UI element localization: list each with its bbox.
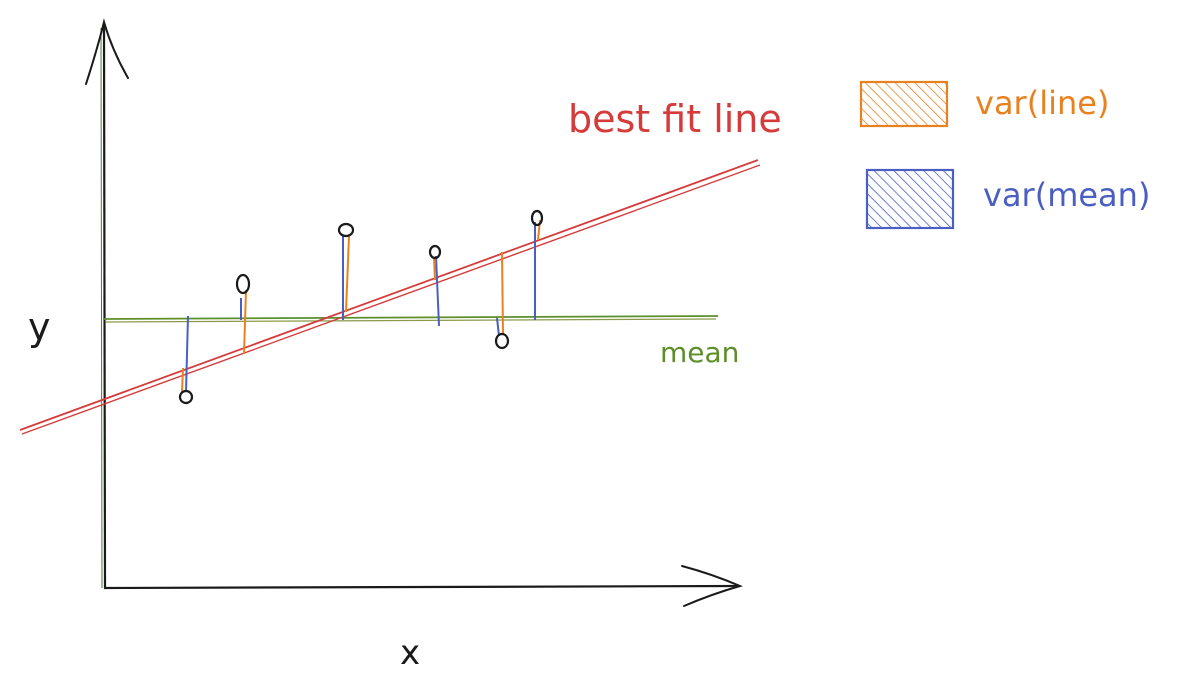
residual-line-1 (181, 367, 184, 393)
legend-item-var-line: var(line) (859, 80, 1109, 128)
y-axis (85, 18, 129, 589)
residual-mean-5 (496, 317, 500, 337)
best-fit-line-label: best fit line (568, 97, 782, 141)
legend-label-var-line: var(line) (975, 84, 1109, 122)
best-fit-line (19, 159, 761, 435)
data-point (494, 332, 510, 350)
residual-line-2 (243, 289, 247, 355)
legend: var(line) var(mean) (859, 80, 1150, 230)
x-axis-label: x (400, 633, 420, 673)
legend-swatch-var-line (859, 80, 949, 128)
residual-mean-1 (185, 315, 189, 393)
legend-item-var-mean: var(mean) (865, 168, 1150, 230)
y-axis-label: y (28, 305, 51, 349)
residual-line-3 (345, 235, 350, 313)
residual-line-4 (433, 257, 436, 281)
residual-mean-4 (435, 255, 440, 327)
legend-label-var-mean: var(mean) (983, 176, 1150, 214)
data-point (178, 389, 194, 405)
legend-swatch-var-mean (865, 168, 955, 230)
data-point (428, 244, 442, 260)
data-points (178, 209, 544, 405)
mean-line-label: mean (660, 336, 739, 369)
x-axis (103, 565, 743, 607)
data-point (530, 209, 544, 227)
mean-line (103, 315, 719, 323)
data-point (235, 273, 251, 295)
residual-line-5 (501, 251, 504, 335)
data-point (337, 222, 355, 238)
